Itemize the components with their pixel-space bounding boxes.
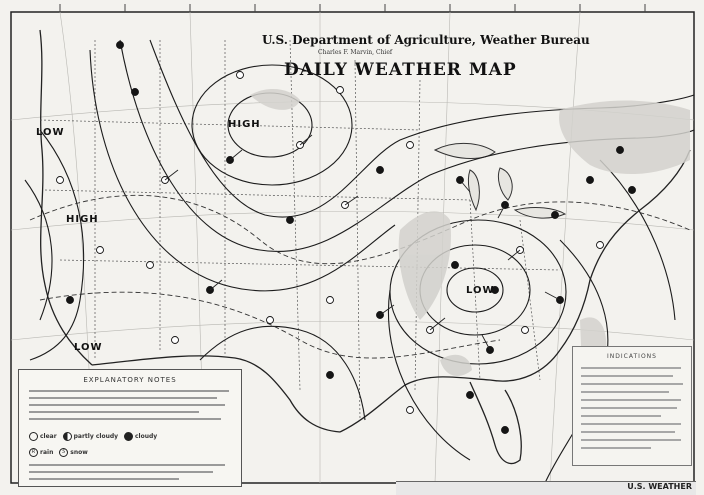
cloudy-icon xyxy=(124,432,133,441)
rain-icon: R xyxy=(29,448,38,457)
map-title: DAILY WEATHER MAP xyxy=(284,60,517,80)
isotherms xyxy=(29,194,691,359)
legend-item-clear: clear xyxy=(29,432,57,441)
pressure-label-high-north: HIGH xyxy=(228,119,261,130)
explanatory-notes-box: EXPLANATORY NOTES clear partly cloudy cl… xyxy=(18,369,242,487)
pressure-label-low-central: LOW xyxy=(466,285,495,296)
legend-title: EXPLANATORY NOTES xyxy=(83,376,177,384)
footer-banner: U.S. WEATHER xyxy=(396,481,696,495)
snow-icon: S xyxy=(59,448,69,457)
agency-heading: U.S. Department of Agriculture, Weather … xyxy=(262,33,590,47)
pressure-label-low-west: LOW xyxy=(36,127,65,138)
partly-cloudy-icon xyxy=(62,432,72,441)
legend-symbol-row: clear partly cloudy cloudy xyxy=(29,432,161,441)
clear-icon xyxy=(29,432,38,441)
weather-stations xyxy=(56,41,636,434)
great-lakes xyxy=(433,142,567,219)
wind-arrows xyxy=(164,134,561,351)
legend-item-cloudy: cloudy xyxy=(124,432,157,441)
graticule-ticks xyxy=(59,4,646,12)
forecast-indications-box: INDICATIONS xyxy=(572,346,692,466)
legend-item-partly-cloudy: partly cloudy xyxy=(62,432,118,441)
pressure-label-low-southwest: LOW xyxy=(74,342,103,353)
pressure-label-high-west: HIGH xyxy=(66,214,99,225)
forecast-title: INDICATIONS xyxy=(607,353,657,360)
chief-line: Charles F. Marvin, Chief xyxy=(318,49,393,56)
map-frame xyxy=(10,11,695,484)
